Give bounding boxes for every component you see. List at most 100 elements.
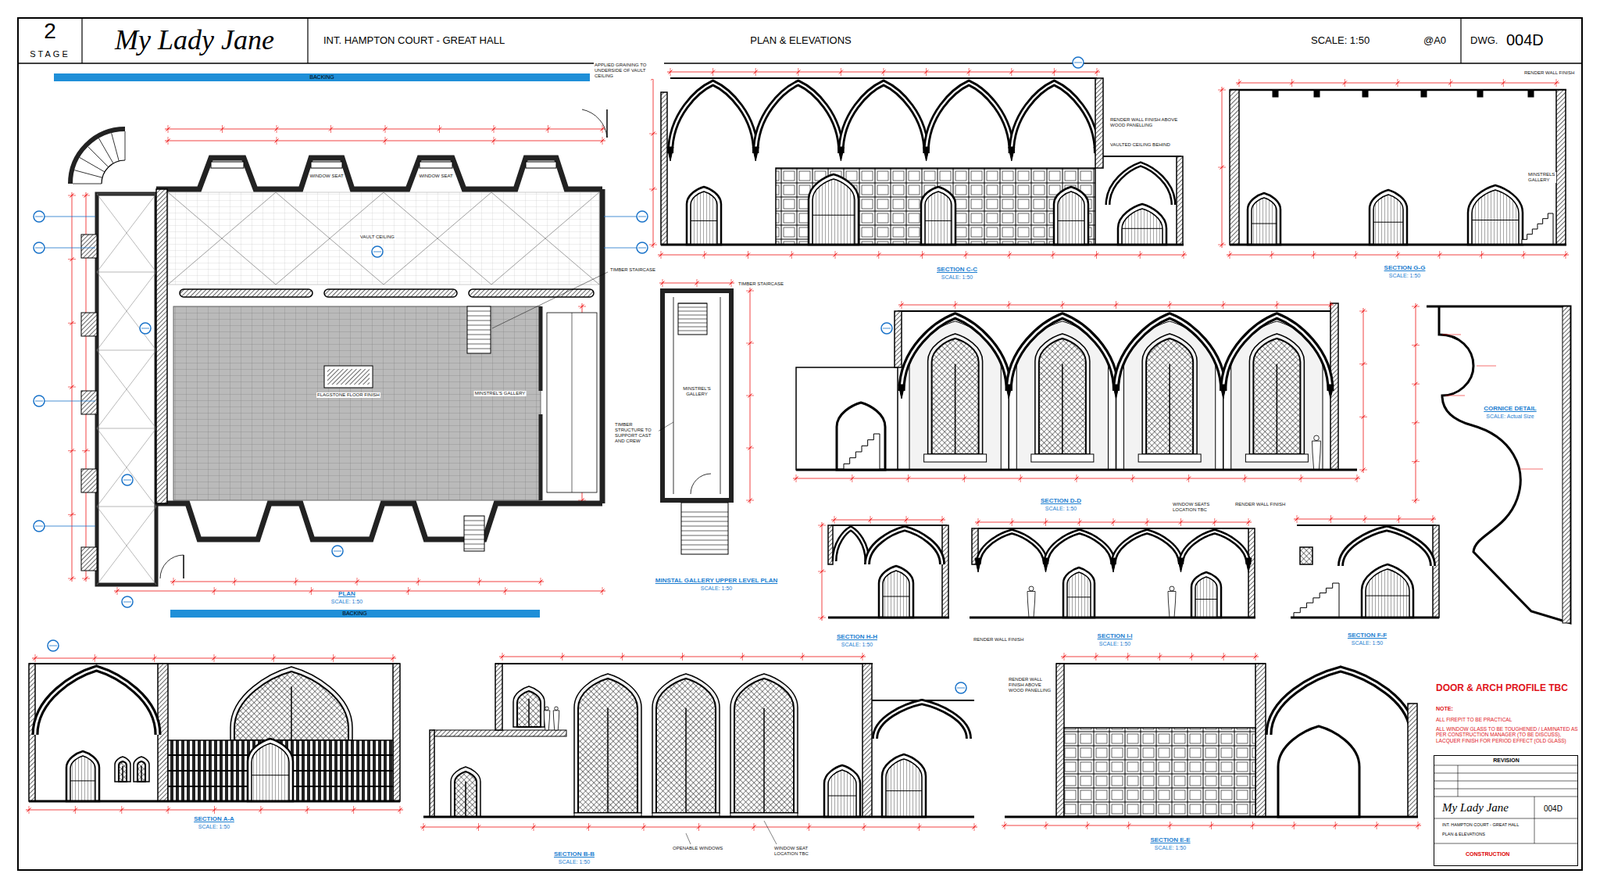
section-g-g bbox=[1397, 78, 1399, 87]
plan-drawing bbox=[96, 271, 157, 350]
section-d-d bbox=[1113, 384, 1120, 399]
section-b-b bbox=[828, 795, 857, 797]
section-title: SECTION F-F bbox=[1347, 631, 1387, 639]
plan-drawing bbox=[419, 161, 453, 168]
section-d-d bbox=[1359, 310, 1368, 312]
plan-drawing bbox=[221, 125, 223, 133]
section-i-i bbox=[1028, 585, 1034, 591]
plan-drawing bbox=[310, 161, 343, 168]
plan-drawing bbox=[578, 500, 586, 501]
section-g-g bbox=[1521, 213, 1554, 245]
section-d-d bbox=[901, 310, 1331, 312]
table-rule bbox=[1434, 764, 1578, 843]
cornice-detail bbox=[1445, 395, 1465, 397]
section-b-b bbox=[763, 707, 765, 813]
section-c-c bbox=[1057, 220, 1085, 222]
section-a-a bbox=[70, 779, 96, 781]
sheet-frame bbox=[17, 17, 1583, 870]
plan-drawing bbox=[464, 543, 485, 545]
section-a-a bbox=[392, 663, 400, 801]
plan-drawing bbox=[603, 247, 637, 249]
section-c-c bbox=[670, 82, 756, 154]
plan-drawing bbox=[464, 529, 485, 531]
section-b-b bbox=[802, 652, 804, 661]
section-a-a bbox=[260, 805, 261, 814]
plan-drawing bbox=[540, 577, 542, 586]
title-text: 004D bbox=[1506, 31, 1544, 49]
section-d-d bbox=[1008, 315, 1116, 391]
section-c-c bbox=[883, 67, 885, 76]
section-d-d bbox=[907, 474, 909, 483]
gallery-plan bbox=[657, 421, 674, 432]
section-e-e bbox=[1407, 703, 1418, 817]
plan-drawing bbox=[467, 348, 491, 350]
section-g-g bbox=[1528, 89, 1534, 97]
plan-drawing bbox=[385, 125, 386, 133]
section-h-h bbox=[817, 525, 826, 526]
section-h-h bbox=[817, 571, 826, 572]
cornice-detail bbox=[1415, 303, 1417, 504]
section-g-g bbox=[1556, 78, 1558, 87]
section-g-g bbox=[1344, 78, 1346, 87]
title-block-text: My Lady Jane bbox=[1442, 800, 1509, 815]
section-a-a bbox=[392, 653, 394, 662]
section-c-c bbox=[670, 67, 672, 76]
plan-drawing bbox=[571, 312, 573, 493]
section-i-i bbox=[1214, 517, 1215, 526]
plan-drawing bbox=[467, 334, 491, 336]
section-h-h bbox=[831, 524, 947, 526]
section-e-e bbox=[1127, 652, 1129, 661]
section-b-b bbox=[495, 663, 503, 730]
section-title: SECTION A-A bbox=[193, 814, 235, 822]
section-a-a bbox=[75, 805, 76, 814]
section-b-b bbox=[955, 682, 967, 693]
plan-drawing bbox=[407, 586, 409, 595]
plan-drawing bbox=[295, 577, 297, 586]
section-d-d bbox=[1115, 300, 1117, 309]
gallery-plan bbox=[678, 303, 708, 304]
plan-drawing bbox=[439, 125, 440, 133]
section-g-g bbox=[1450, 78, 1451, 87]
section-b-b bbox=[433, 729, 567, 736]
section-c-c bbox=[1096, 250, 1097, 259]
gallery-plan bbox=[662, 290, 732, 500]
section-a-a bbox=[28, 662, 400, 665]
section-i-i bbox=[1042, 557, 1050, 572]
section-h-h bbox=[878, 565, 914, 618]
section-f-f bbox=[1365, 595, 1410, 597]
title-text: STAGE bbox=[29, 49, 70, 59]
section-g-g bbox=[1314, 89, 1320, 97]
section-d-d bbox=[1146, 338, 1193, 454]
section-b-b bbox=[753, 822, 755, 831]
section-d-d bbox=[1220, 384, 1227, 399]
plan-drawing bbox=[111, 132, 120, 161]
note-heading: NOTE: bbox=[1435, 705, 1454, 712]
section-h-h bbox=[942, 525, 949, 618]
annotation-label: MINSTREL'S GALLERY bbox=[474, 390, 527, 397]
annotation-label: WINDOW SEAT LOCATION TBC bbox=[773, 845, 822, 857]
plan-drawing bbox=[167, 192, 276, 285]
section-g-g bbox=[1217, 244, 1226, 246]
plan-drawing bbox=[636, 210, 648, 222]
plan-drawing bbox=[96, 193, 157, 195]
section-d-d bbox=[1008, 315, 1116, 391]
plan-drawing bbox=[179, 289, 313, 297]
plan-drawing bbox=[67, 450, 76, 451]
section-i-i bbox=[1195, 598, 1218, 600]
section-a-a bbox=[290, 685, 293, 740]
section-d-d bbox=[1223, 315, 1331, 391]
plan-drawing bbox=[156, 157, 603, 190]
section-a-a bbox=[35, 667, 158, 735]
cornice-detail bbox=[1562, 306, 1571, 623]
plan-drawing bbox=[167, 125, 169, 133]
section-b-b bbox=[553, 710, 560, 730]
section-c-c bbox=[1121, 228, 1163, 229]
plan-drawing bbox=[582, 109, 608, 138]
section-c-c bbox=[1176, 156, 1183, 245]
section-e-e bbox=[1004, 815, 1418, 818]
section-g-g bbox=[1229, 250, 1231, 259]
plan-drawing bbox=[525, 161, 557, 168]
section-g-g bbox=[1471, 189, 1519, 245]
section-c-c bbox=[752, 146, 759, 161]
title-block-text: INT. HAMPTON COURT - GREAT HALL bbox=[1442, 821, 1519, 827]
